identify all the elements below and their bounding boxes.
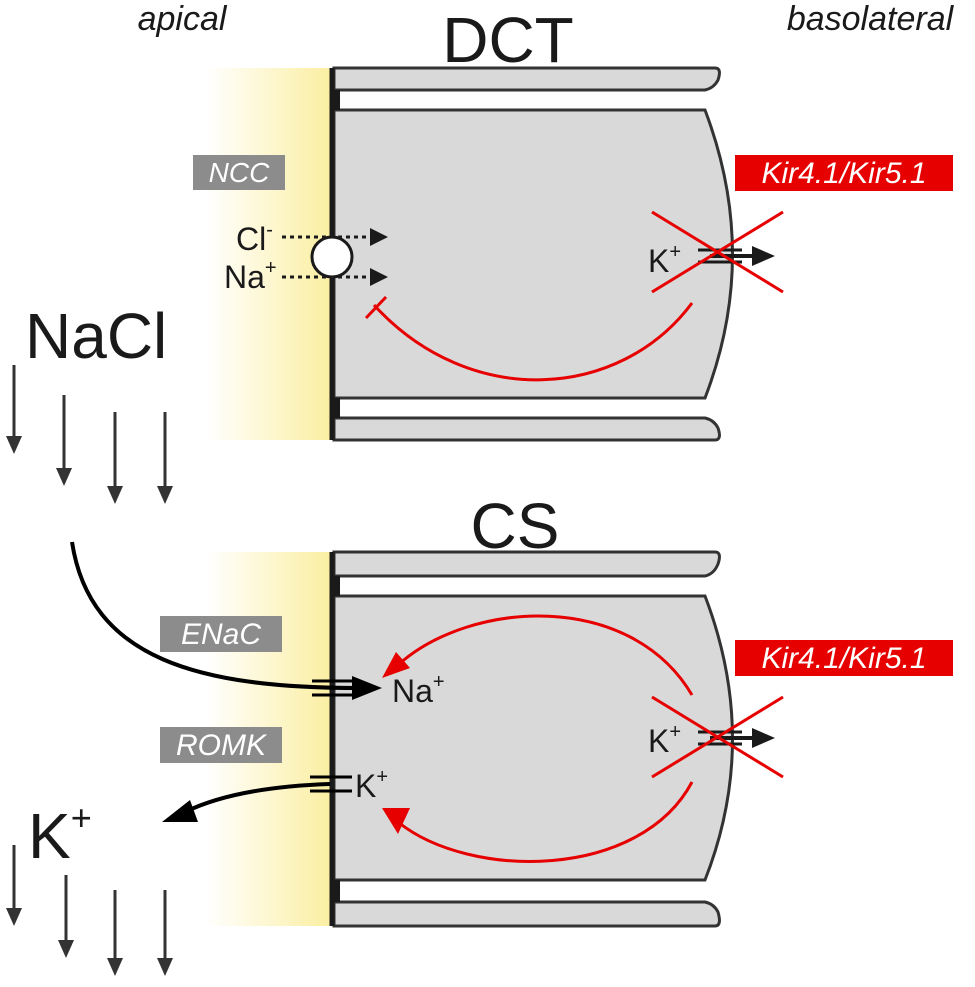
k-efflux-arrowhead-cs — [752, 728, 775, 748]
kir-bottom-label-box — [735, 640, 953, 676]
ncc-transporter-icon — [310, 235, 354, 279]
na-entry-curve — [70, 541, 361, 690]
dct-neighbor-cell-top — [332, 66, 721, 92]
romk-label: ROMK — [176, 729, 268, 762]
enac-stimulation-curve — [396, 614, 694, 696]
dct-title: DCT — [442, 4, 574, 76]
kir-top-label-box — [735, 155, 953, 191]
nacl-flow-arrows — [6, 365, 173, 504]
romk-stimulation-arrowhead — [382, 808, 410, 834]
cs-tight-junction-2 — [330, 880, 340, 902]
cs-cells — [329, 550, 734, 928]
romk-label-box — [160, 727, 282, 763]
k-flow-arrows — [6, 845, 173, 976]
cs-neighbor-cell-bottom — [332, 900, 721, 928]
enac-label: ENaC — [181, 618, 261, 651]
na-entry-arrowhead — [352, 676, 382, 700]
cs-title: CS — [471, 490, 560, 562]
dct-neighbor-cell-bottom — [332, 416, 721, 442]
na-dotted-arrowhead — [370, 268, 388, 286]
kir-top-knockout-cross-2 — [651, 210, 784, 294]
ncc-inhibition-bar — [364, 295, 388, 320]
kir-bottom-knockout-cross-2 — [651, 695, 784, 779]
ncc-label: NCC — [209, 157, 270, 188]
cs-tight-junction-1 — [330, 576, 340, 596]
romk-stimulation-curve — [397, 781, 694, 863]
k-ion-label-dct: K+ — [648, 241, 681, 279]
enac-label-box — [160, 616, 282, 652]
dct-cells — [329, 66, 734, 442]
dct-tight-junction-2 — [330, 398, 340, 418]
k-ion-label-cs: K+ — [648, 721, 681, 759]
basolateral-label: basolateral — [787, 0, 955, 38]
k-ion-label-romk: K+ — [355, 766, 388, 804]
nacl-label: NaCl — [25, 300, 167, 372]
dct-tight-junction-1 — [330, 90, 340, 110]
k-efflux-arrowhead-dct — [752, 246, 775, 266]
na-ion-label-cs: Na+ — [392, 671, 445, 709]
enac-stimulation-arrowhead — [382, 652, 410, 678]
k-secretion-curve — [184, 782, 331, 814]
ncc-inhibition-curve — [372, 302, 694, 382]
k-lumen-label: K+ — [28, 797, 92, 872]
ncc-label-box — [193, 155, 285, 190]
cl-ion-label: Cl- — [236, 219, 273, 257]
apical-label: apical — [138, 0, 228, 38]
na-ion-label-dct: Na+ — [224, 257, 277, 295]
k-secretion-arrowhead — [162, 800, 198, 822]
kir-top-label: Kir4.1/Kir5.1 — [761, 157, 926, 190]
cs-neighbor-cell-top — [332, 550, 721, 578]
kir-bottom-label: Kir4.1/Kir5.1 — [761, 642, 926, 675]
cl-dotted-arrowhead — [370, 228, 388, 246]
